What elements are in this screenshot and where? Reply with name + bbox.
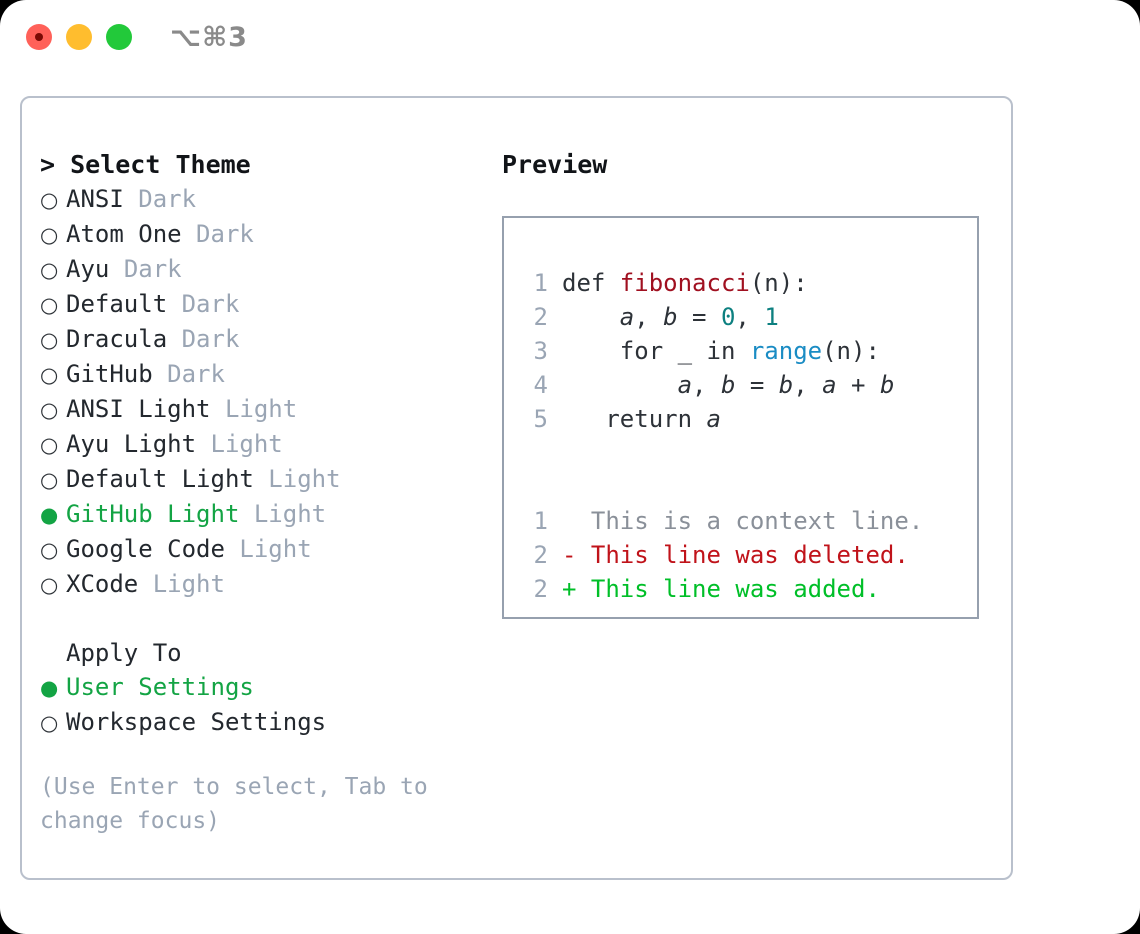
line-number: 3 <box>533 337 548 365</box>
theme-option-ansi-dark[interactable]: ○ ANSI Dark <box>40 182 480 217</box>
radio-icon: ○ <box>40 328 59 352</box>
line-number: 1 <box>533 507 548 535</box>
line-number: 4 <box>533 371 548 399</box>
radio-icon: ○ <box>40 538 59 562</box>
theme-option-xcode[interactable]: ○ XCode Light <box>40 567 480 602</box>
theme-option-github-dark[interactable]: ○ GitHub Dark <box>40 357 480 392</box>
apply-to-option-workspace-settings[interactable]: ○ Workspace Settings <box>40 705 480 740</box>
code-line: 1 def fibonacci(n): <box>522 266 977 300</box>
radio-icon: ○ <box>40 398 59 422</box>
token-function-name: fibonacci <box>619 269 750 297</box>
code-line: 2 a, b = 0, 1 <box>522 300 977 334</box>
theme-option-github-light[interactable]: ● GitHub Light Light <box>40 497 480 532</box>
code-line: 3 for _ in range(n): <box>522 334 977 368</box>
code-blank-line <box>522 436 977 470</box>
diff-line-deleted: 2 - This line was deleted. <box>522 538 977 572</box>
theme-option-default-light[interactable]: ○ Default Light Light <box>40 462 480 497</box>
preview-header: Preview <box>502 150 608 179</box>
radio-icon: ○ <box>40 188 59 212</box>
theme-option-label: GitHub Light <box>66 500 240 528</box>
radio-icon: ○ <box>40 433 59 457</box>
apply-to-option-label: User Settings <box>66 673 254 701</box>
apply-to-option-label: Workspace Settings <box>66 708 327 736</box>
radio-icon: ○ <box>40 293 59 317</box>
theme-option-suffix: Light <box>253 500 327 528</box>
diff-line-added: 2 + This line was added. <box>522 572 977 606</box>
theme-option-label: Ayu <box>66 255 110 283</box>
code-content: a, b = 0, 1 <box>619 303 779 331</box>
token-number: 0 <box>720 303 736 331</box>
code-blank-line <box>522 470 977 504</box>
theme-picker-column: > Select Theme ○ ANSI Dark ○ Atom One Da… <box>40 148 480 838</box>
theme-option-suffix: Dark <box>196 220 254 248</box>
preview-box: 1 def fibonacci(n): 2 a, b = 0, 1 3 for … <box>502 216 979 619</box>
radio-icon-selected: ● <box>40 503 59 527</box>
preview-column: Preview 1 def fibonacci(n): 2 a, b = 0, … <box>502 148 992 619</box>
apply-to-header: Apply To <box>66 639 182 667</box>
main-panel: > Select Theme ○ ANSI Dark ○ Atom One Da… <box>20 96 1013 880</box>
radio-icon-selected: ● <box>40 676 59 700</box>
theme-option-suffix: Dark <box>181 290 240 318</box>
line-number: 2 <box>533 541 548 569</box>
radio-icon: ○ <box>40 711 59 735</box>
radio-icon: ○ <box>40 258 59 282</box>
theme-option-label: ANSI Light <box>66 395 211 423</box>
theme-option-ayu-light[interactable]: ○ Ayu Light Light <box>40 427 480 462</box>
radio-icon: ○ <box>40 363 59 387</box>
radio-icon: ○ <box>40 223 59 247</box>
theme-option-ansi-light[interactable]: ○ ANSI Light Light <box>40 392 480 427</box>
diff-line-context: 1 This is a context line. <box>522 504 977 538</box>
code-line: 4 a, b = b, a + b <box>522 368 977 402</box>
theme-option-google-code[interactable]: ○ Google Code Light <box>40 532 480 567</box>
radio-icon: ○ <box>40 573 59 597</box>
theme-option-label: Dracula <box>66 325 168 353</box>
line-number: 1 <box>533 269 548 297</box>
theme-option-suffix: Light <box>268 465 341 493</box>
apply-to-option-user-settings[interactable]: ● User Settings <box>40 670 480 705</box>
line-number: 2 <box>533 303 548 331</box>
line-number: 2 <box>533 575 548 603</box>
theme-option-atom-one-dark[interactable]: ○ Atom One Dark <box>40 217 480 252</box>
minimize-button[interactable] <box>66 24 92 50</box>
theme-option-suffix: Dark <box>167 360 225 388</box>
theme-option-default-dark[interactable]: ○ Default Dark <box>40 287 480 322</box>
theme-option-label: Default <box>66 290 168 318</box>
window-controls <box>26 24 132 50</box>
theme-option-label: Default Light <box>66 465 254 493</box>
theme-option-label: GitHub <box>66 360 153 388</box>
theme-option-suffix: Dark <box>138 185 197 213</box>
code-content: for _ in range(n): <box>619 337 880 365</box>
theme-option-label: ANSI <box>66 185 124 213</box>
keyboard-shortcut-label: ⌥⌘3 <box>170 22 248 53</box>
line-number: 5 <box>533 405 548 433</box>
theme-option-label: Ayu Light <box>66 430 197 458</box>
theme-option-suffix: Light <box>239 535 312 563</box>
token-number: 1 <box>764 303 779 331</box>
section-spacer <box>40 602 480 636</box>
radio-icon: ○ <box>40 468 59 492</box>
diff-content: + This line was added. <box>562 575 880 603</box>
theme-option-suffix: Light <box>224 395 298 423</box>
theme-option-suffix: Dark <box>123 255 182 283</box>
code-content: a, b = b, a + b <box>677 371 895 399</box>
theme-option-suffix: Light <box>210 430 283 458</box>
maximize-button[interactable] <box>106 24 132 50</box>
keyboard-hint-text: (Use Enter to select, Tab to change focu… <box>40 774 428 834</box>
close-button[interactable] <box>26 24 52 50</box>
code-line: 5 return a <box>522 402 977 436</box>
theme-option-label: Google Code <box>66 535 225 563</box>
theme-option-label: XCode <box>66 570 139 598</box>
title-bar: ⌥⌘3 <box>0 0 1140 78</box>
theme-option-label: Atom One <box>66 220 182 248</box>
theme-option-dracula-dark[interactable]: ○ Dracula Dark <box>40 322 480 357</box>
diff-content: - This line was deleted. <box>562 541 909 569</box>
token-builtin: range <box>749 337 823 365</box>
code-content: def fibonacci(n): <box>562 269 808 297</box>
theme-option-suffix: Dark <box>181 325 240 353</box>
select-theme-header: > Select Theme <box>40 150 251 179</box>
theme-option-ayu-dark[interactable]: ○ Ayu Dark <box>40 252 480 287</box>
code-content: return a <box>605 405 721 433</box>
theme-option-suffix: Light <box>152 570 225 598</box>
diff-content: This is a context line. <box>590 507 924 535</box>
